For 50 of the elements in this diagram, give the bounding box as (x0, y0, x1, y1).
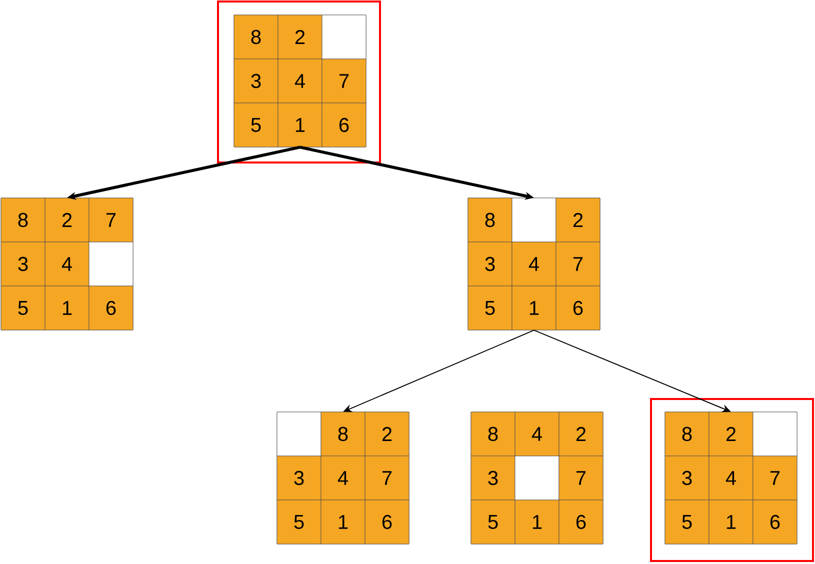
tile: 2 (44, 198, 90, 242)
tile: 6 (364, 500, 410, 544)
tile: 3 (234, 58, 278, 104)
tile: 5 (470, 500, 516, 544)
tile: 1 (320, 500, 366, 544)
highlight-frame (650, 398, 814, 562)
tile: 8 (0, 198, 46, 242)
tile: 5 (468, 286, 512, 330)
tile: 7 (752, 456, 798, 500)
tile: 1 (708, 500, 754, 544)
tile: 7 (322, 58, 366, 104)
tile: 2 (708, 412, 754, 456)
tile: 3 (0, 242, 46, 286)
tile: 2 (556, 198, 600, 242)
tile: 5 (664, 500, 710, 544)
tile: 3 (468, 242, 512, 286)
tile: 4 (512, 242, 556, 286)
tile: 4 (320, 456, 366, 500)
tile: 6 (88, 286, 134, 330)
tile: 2 (558, 412, 604, 456)
tile: 1 (514, 500, 560, 544)
tile: 2 (364, 412, 410, 456)
tile: 8 (320, 412, 366, 456)
tile: 7 (558, 456, 604, 500)
tile: 8 (468, 198, 512, 242)
tile: 3 (470, 456, 516, 500)
tile: 1 (44, 286, 90, 330)
tile: 5 (276, 500, 322, 544)
tile: 6 (752, 500, 798, 544)
tile: 6 (556, 286, 600, 330)
tile: 8 (234, 14, 278, 60)
tile: 3 (664, 456, 710, 500)
tile: 7 (364, 456, 410, 500)
tile: 1 (278, 102, 322, 148)
tile: 4 (708, 456, 754, 500)
tile: 5 (0, 286, 46, 330)
tile: 6 (322, 102, 366, 148)
tile: 7 (556, 242, 600, 286)
tile: 7 (88, 198, 134, 242)
tile: 8 (664, 412, 710, 456)
tile: 2 (278, 14, 322, 60)
tile: 4 (278, 58, 322, 104)
tile: 5 (234, 102, 278, 148)
tile: 4 (44, 242, 90, 286)
tile: 1 (512, 286, 556, 330)
tile: 4 (514, 412, 560, 456)
tile: 3 (276, 456, 322, 500)
tile: 8 (470, 412, 516, 456)
highlight-frame (217, 0, 381, 164)
tile: 6 (558, 500, 604, 544)
